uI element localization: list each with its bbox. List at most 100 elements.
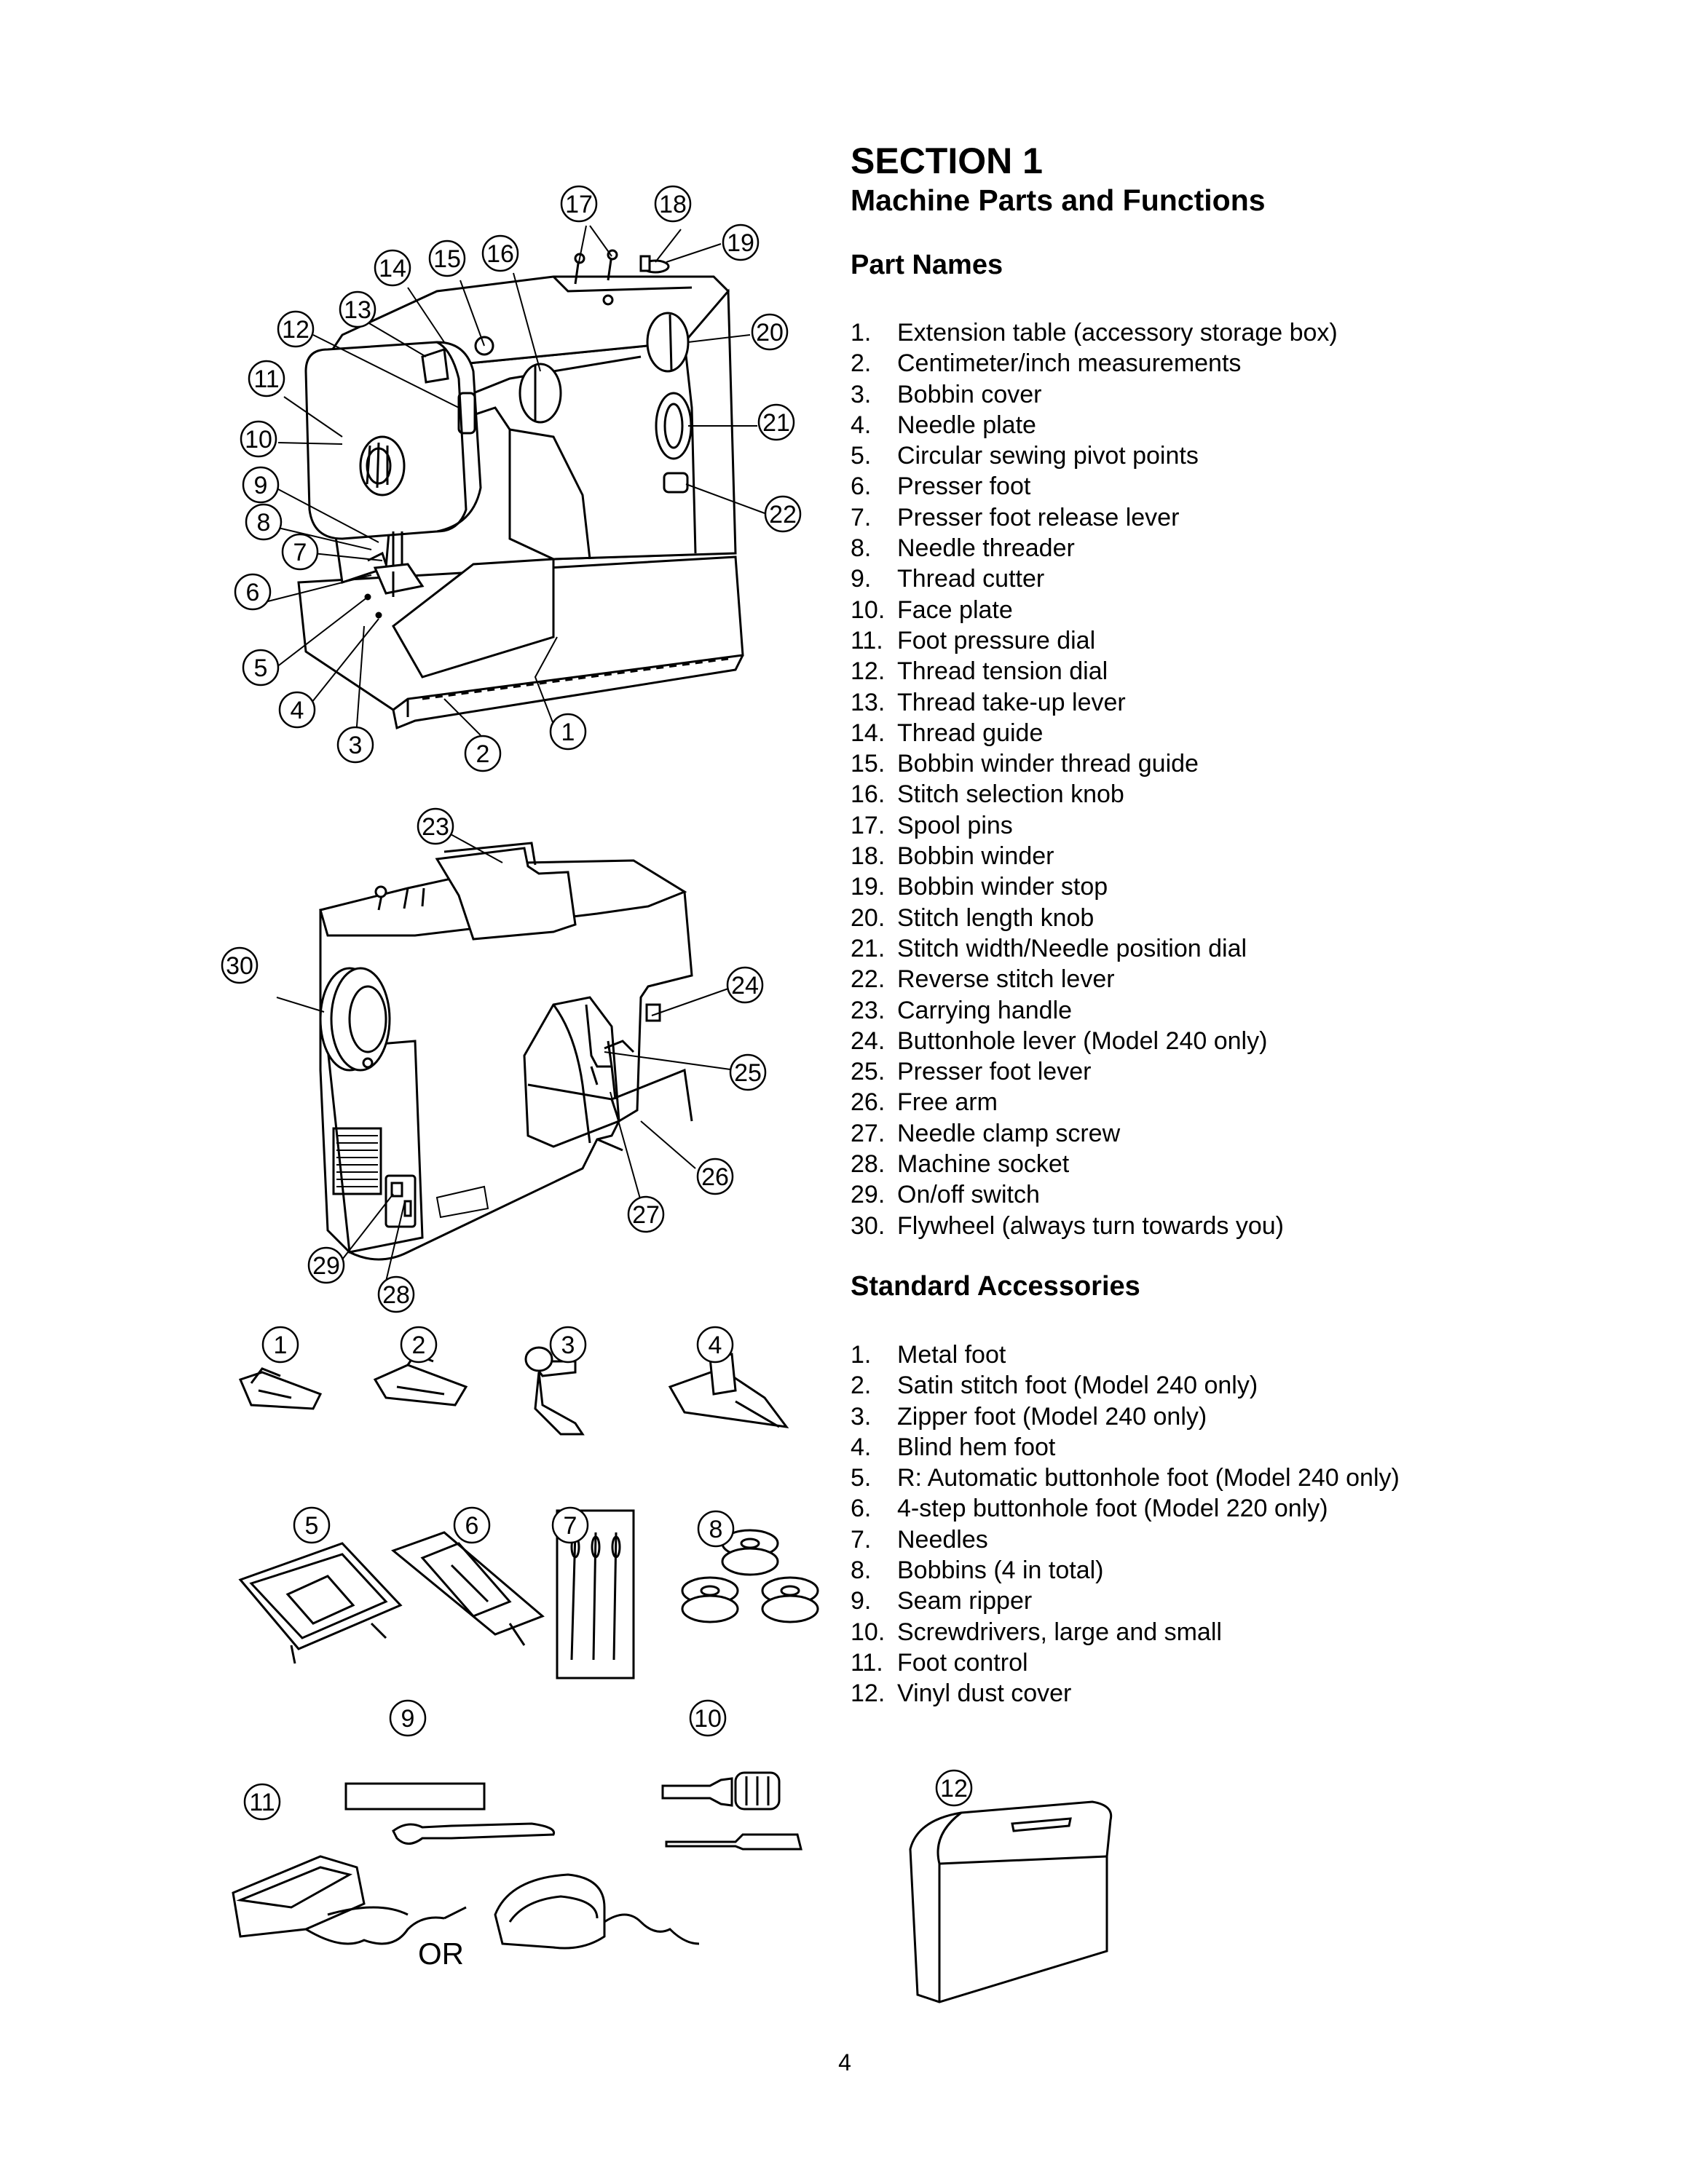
- part-item: 28.Machine socket: [851, 1149, 1338, 1179]
- part-item-number: 1.: [851, 319, 872, 347]
- part-item-number: 8.: [851, 534, 872, 563]
- part-item-number: 17.: [851, 811, 886, 839]
- part-item: 19.Bobbin winder stop: [851, 871, 1338, 902]
- callout-24: [726, 966, 764, 1004]
- back-callout-label: 30: [226, 952, 253, 980]
- part-item-number: 27.: [851, 1119, 886, 1147]
- part-item-number: 26.: [851, 1088, 886, 1117]
- callout-acc-10: [689, 1699, 727, 1737]
- part-item: 24.Buttonhole lever (Model 240 only): [851, 1026, 1338, 1056]
- front-callout-label: 18: [659, 191, 687, 218]
- part-item-label: Presser foot lever: [897, 1058, 1092, 1086]
- accessory-item: 8.Bobbins (4 in total): [851, 1555, 1400, 1586]
- front-callout-label: 10: [245, 426, 272, 454]
- part-item-label: Presser foot: [897, 472, 1031, 501]
- back-callout-label: 24: [731, 972, 759, 1000]
- accessory-item: 12.Vinyl dust cover: [851, 1678, 1400, 1709]
- part-item-label: Stitch width/Needle position dial: [897, 934, 1247, 962]
- acc-callout-label: 4: [709, 1332, 722, 1359]
- part-item-label: Stitch length knob: [897, 903, 1095, 932]
- acc-callout-label: 1: [274, 1332, 288, 1359]
- part-item: 18.Bobbin winder: [851, 841, 1338, 871]
- part-item: 9.Thread cutter: [851, 563, 1338, 594]
- accessory-item-number: 9.: [851, 1587, 872, 1615]
- part-item: 25.Presser foot lever: [851, 1056, 1338, 1087]
- part-item-label: Centimeter/inch measurements: [897, 349, 1242, 378]
- part-item-label: Circular sewing pivot points: [897, 442, 1199, 470]
- back-callout-label: 28: [382, 1281, 410, 1309]
- part-item: 29. On/off switch: [851, 1179, 1338, 1210]
- callout-20: [751, 313, 789, 351]
- part-item-label: Machine socket: [897, 1150, 1070, 1179]
- part-item-label: Reverse stitch lever: [897, 965, 1115, 994]
- part-item-number: 29.: [851, 1181, 886, 1209]
- part-item-label: Free arm: [897, 1088, 998, 1117]
- front-callout-label: 14: [379, 255, 406, 282]
- accessory-item-label: R: Automatic buttonhole foot (Model 240 …: [897, 1464, 1400, 1492]
- part-item-number: 22.: [851, 965, 886, 994]
- callout-acc-4: [696, 1326, 734, 1364]
- part-item: 16.Stitch selection knob: [851, 779, 1338, 810]
- back-callout-label: 25: [734, 1059, 762, 1087]
- accessory-item-number: 3.: [851, 1402, 872, 1431]
- accessory-item-label: Bobbins (4 in total): [897, 1556, 1104, 1585]
- acc-callout-label: 8: [709, 1516, 723, 1543]
- callout-29: [307, 1246, 345, 1284]
- callout-26: [696, 1158, 734, 1195]
- part-item-label: Face plate: [897, 596, 1013, 624]
- part-item: 26. Free arm: [851, 1087, 1338, 1117]
- accessory-item: 6.4-step buttonhole foot (Model 220 only…: [851, 1493, 1400, 1524]
- part-item-label: On/off switch: [897, 1181, 1040, 1209]
- callout-acc-9: [389, 1699, 427, 1737]
- part-item-number: 16.: [851, 780, 886, 809]
- part-item-number: 14.: [851, 719, 886, 747]
- part-item: 17.Spool pins: [851, 810, 1338, 841]
- accessory-item: 5.R: Automatic buttonhole foot (Model 24…: [851, 1463, 1400, 1493]
- accessory-item: 3.Zipper foot (Model 240 only): [851, 1401, 1400, 1432]
- acc-callout-label: 7: [564, 1512, 577, 1540]
- part-item: 7.Presser foot release lever: [851, 502, 1338, 533]
- callout-25: [729, 1053, 767, 1091]
- part-item-label: Extension table (accessory storage box): [897, 319, 1338, 347]
- front-callout-label: 4: [291, 697, 304, 724]
- part-item: 23.Carrying handle: [851, 995, 1338, 1026]
- front-callout-label: 6: [246, 579, 260, 606]
- callout-acc-1: [261, 1326, 299, 1364]
- accessory-item-label: Satin stitch foot (Model 240 only): [897, 1372, 1258, 1400]
- accessory-item-number: 10.: [851, 1618, 886, 1646]
- part-item-number: 15.: [851, 750, 886, 778]
- front-callout-label: 2: [476, 740, 490, 768]
- part-item: 2.Centimeter/inch measurements: [851, 348, 1338, 379]
- accessory-item-number: 11.: [851, 1648, 883, 1677]
- part-item-number: 11.: [851, 626, 883, 654]
- part-item-label: Flywheel (always turn towards you): [897, 1211, 1284, 1240]
- callout-6: [234, 573, 272, 611]
- front-callout-label: 15: [433, 245, 461, 273]
- part-names-list: 1. Extension table (accessory storage box…: [851, 317, 1338, 1241]
- part-item-number: 21.: [851, 934, 886, 962]
- callout-11: [248, 360, 285, 397]
- callout-7: [281, 533, 319, 571]
- part-item-label: Presser foot release lever: [897, 503, 1180, 531]
- part-item-label: Bobbin winder thread guide: [897, 750, 1199, 778]
- part-item: 21. Stitch width/Needle position dial: [851, 933, 1338, 964]
- callout-acc-5: [293, 1506, 331, 1544]
- back-callout-label: 23: [422, 813, 449, 841]
- part-item-number: 30.: [851, 1211, 886, 1240]
- front-callout-label: 8: [257, 509, 271, 537]
- part-item-label: Foot pressure dial: [897, 626, 1096, 654]
- callout-12-label: 12: [940, 1775, 968, 1803]
- dust-cover-illustration: 12: [909, 1769, 1113, 2003]
- accessory-item: 1.Metal foot: [851, 1340, 1400, 1370]
- callout-3: [336, 726, 374, 764]
- accessory-item-number: 7.: [851, 1525, 872, 1554]
- accessory-item-number: 4.: [851, 1433, 872, 1461]
- part-item-number: 12.: [851, 657, 886, 686]
- front-callout-label: 9: [254, 472, 268, 499]
- callout-28: [377, 1275, 415, 1313]
- callout-acc-3: [549, 1326, 587, 1364]
- accessory-item-number: 2.: [851, 1372, 872, 1400]
- part-item: 30. Flywheel (always turn towards you): [851, 1211, 1338, 1241]
